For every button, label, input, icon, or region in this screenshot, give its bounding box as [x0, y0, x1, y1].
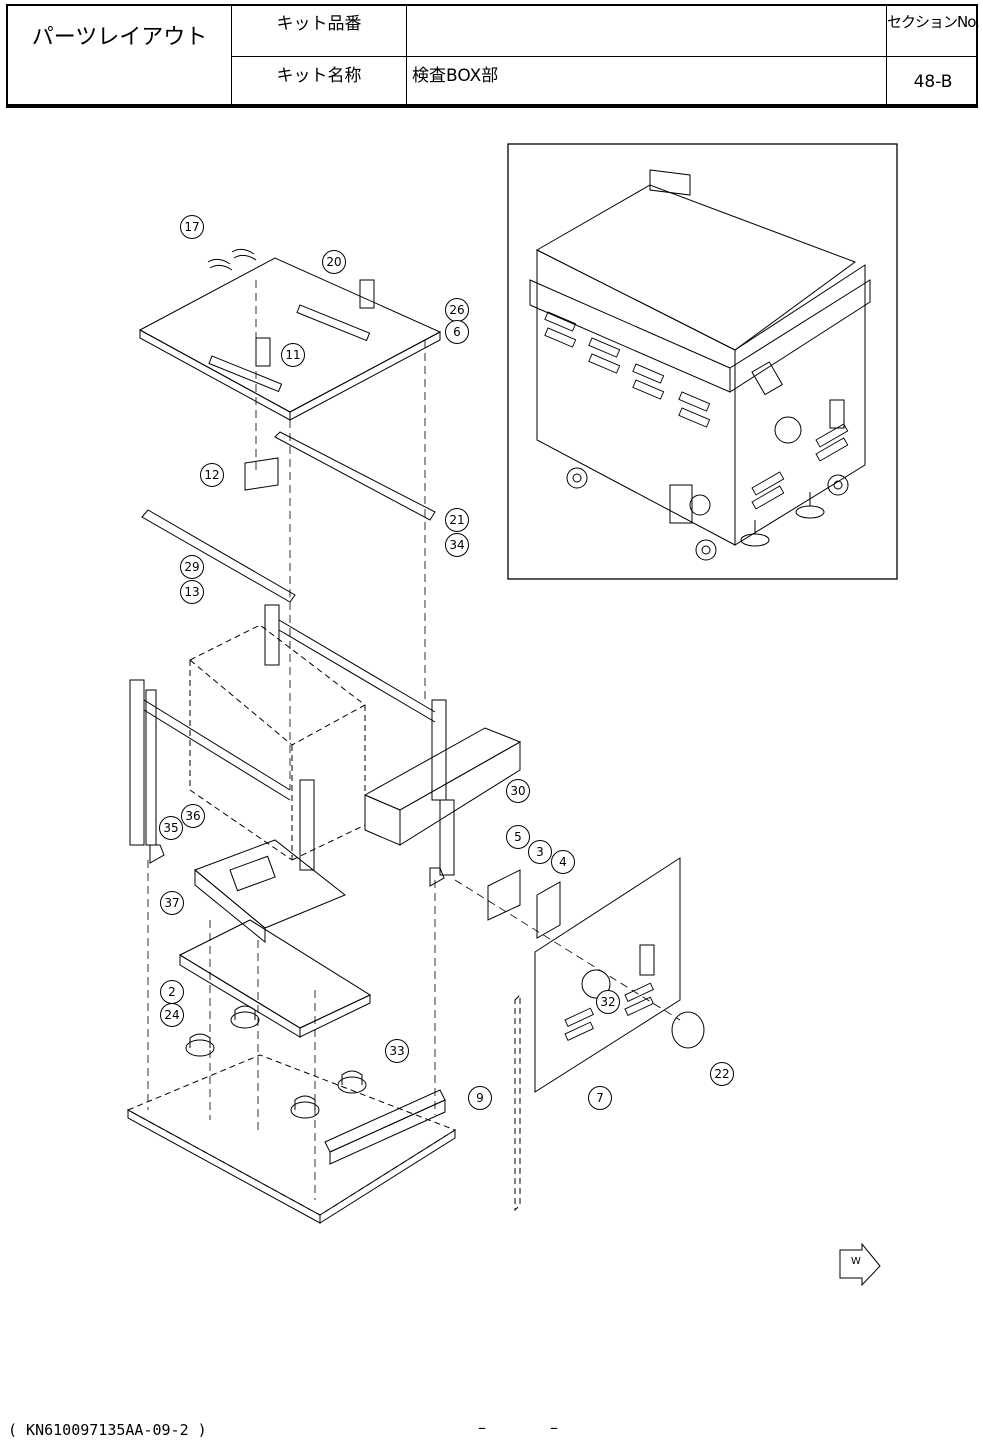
base-bracket-35 — [195, 840, 345, 942]
part-callout-30: 30 — [506, 779, 530, 803]
part-callout-9: 9 — [468, 1086, 492, 1110]
page-number-right: – — [550, 1418, 558, 1437]
part-callout-20: 20 — [322, 250, 346, 274]
part-callout-6: 6 — [445, 320, 469, 344]
part-callout-5: 5 — [506, 825, 530, 849]
direction-marker-label: W — [851, 1256, 861, 1267]
bracket-9 — [325, 1090, 445, 1164]
part-callout-12: 12 — [200, 463, 224, 487]
panel-dashed — [515, 995, 520, 1210]
part-callout-37: 37 — [160, 891, 184, 915]
inspection-box-outline — [190, 625, 365, 860]
top-plate — [140, 249, 440, 420]
bracket-12 — [245, 458, 278, 490]
page-number-left: – — [478, 1418, 486, 1437]
part-callout-33: 33 — [385, 1039, 409, 1063]
part-callout-36: 36 — [181, 804, 205, 828]
base-plate — [128, 1055, 455, 1223]
assembly-guide-lines — [148, 280, 680, 1200]
tray-30 — [365, 728, 520, 845]
part-callout-11: 11 — [281, 343, 305, 367]
part-callout-24: 24 — [160, 1003, 184, 1027]
part-callout-32: 32 — [596, 990, 620, 1014]
document-code: ( KN610097135AA-09-2 ) — [8, 1421, 207, 1439]
plate-4 — [537, 882, 560, 938]
plate-3 — [488, 870, 520, 920]
part-callout-26: 26 — [445, 298, 469, 322]
part-callout-13: 13 — [180, 580, 204, 604]
side-panel-7 — [535, 858, 680, 1092]
part-callout-34: 34 — [445, 533, 469, 557]
grommet-22 — [672, 1012, 704, 1048]
part-callout-3: 3 — [528, 840, 552, 864]
part-callout-2: 2 — [160, 980, 184, 1004]
part-callout-35: 35 — [159, 816, 183, 840]
part-callout-4: 4 — [551, 850, 575, 874]
assembled-view-inset — [508, 144, 897, 579]
part-callout-17: 17 — [180, 215, 204, 239]
part-callout-7: 7 — [588, 1086, 612, 1110]
plate-2 — [180, 920, 370, 1037]
part-callout-21: 21 — [445, 508, 469, 532]
part-callout-29: 29 — [180, 555, 204, 579]
part-callout-22: 22 — [710, 1062, 734, 1086]
